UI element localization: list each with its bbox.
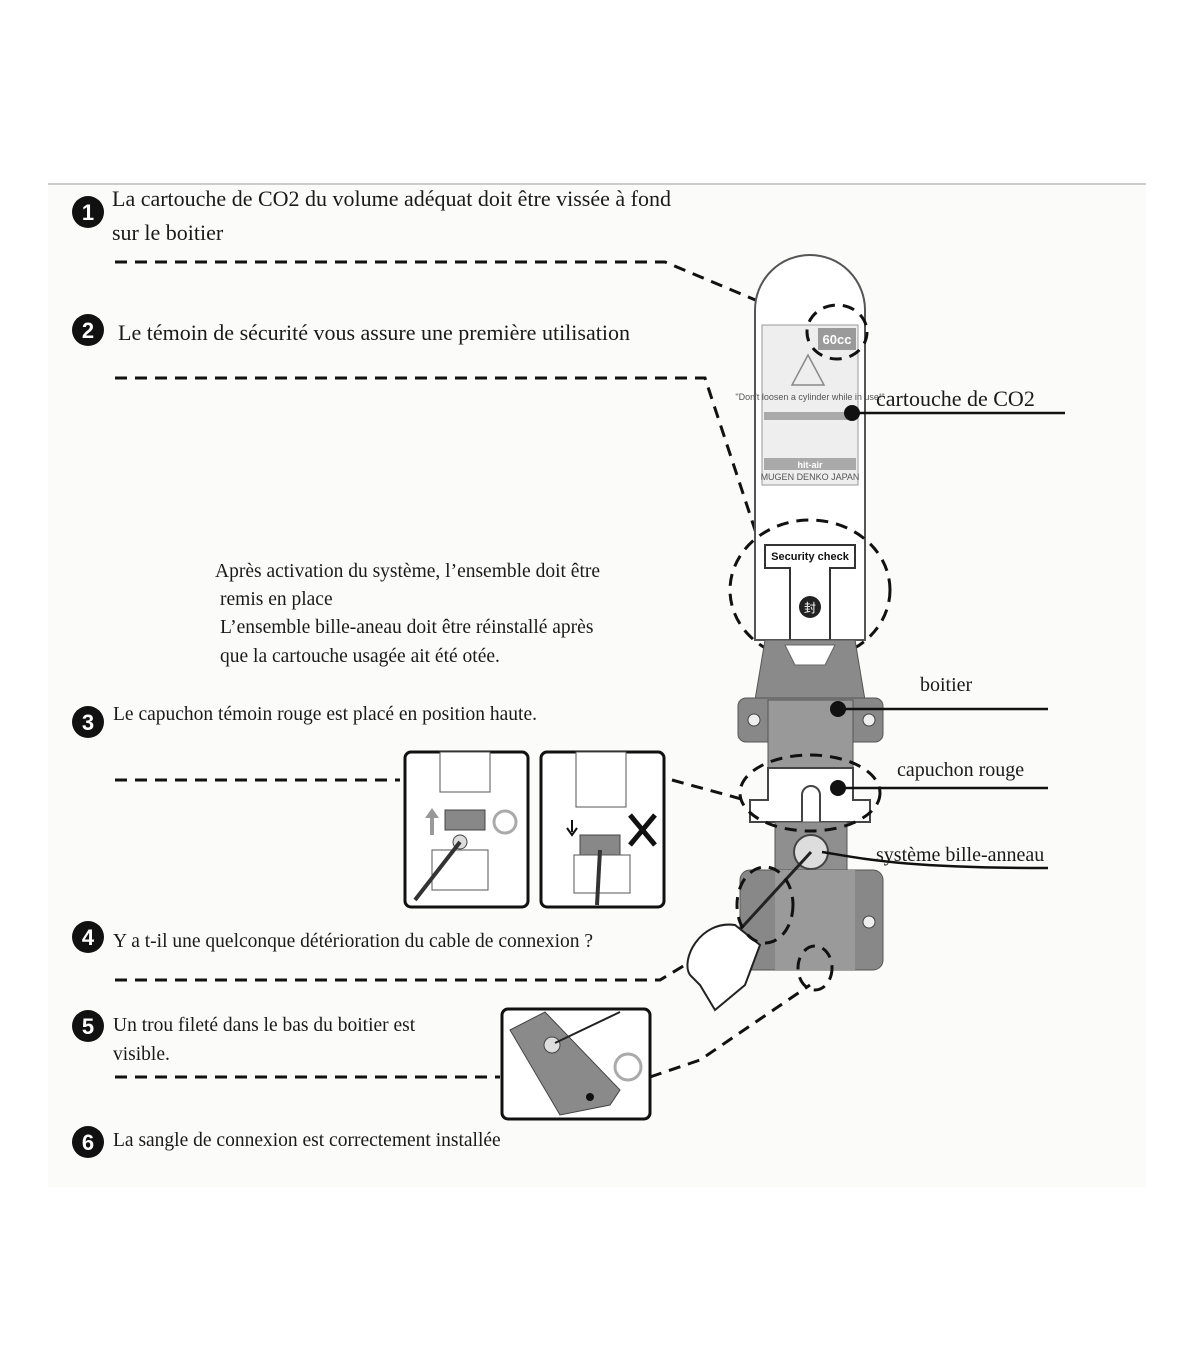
svg-text:6: 6 — [82, 1130, 94, 1155]
highlight-cable — [735, 865, 795, 945]
seal-icon: 封 — [804, 601, 816, 615]
step-6-marker: 6 — [72, 1126, 104, 1158]
leader-step-2 — [115, 376, 762, 546]
label-housing: boitier — [830, 674, 1048, 717]
highlight-security — [728, 518, 892, 662]
svg-text:2: 2 — [82, 318, 94, 343]
step-1-marker: 1 — [72, 196, 104, 228]
ok-circle-icon — [613, 1052, 643, 1082]
svg-text:3: 3 — [82, 710, 94, 735]
label-red-cap: capuchon rouge — [830, 759, 1048, 796]
cartridge-maker: MUGEN DENKO JAPAN — [761, 472, 860, 482]
highlight-thread-hole — [796, 944, 834, 992]
wrong-x-icon — [628, 813, 657, 847]
label-ball-ring: système bille-anneau — [821, 844, 1049, 870]
cartridge-volume: 60cc — [823, 332, 852, 347]
step-2-marker: 2 — [72, 314, 104, 346]
step-6-text: La sangle de connexion est correctement … — [113, 1130, 501, 1151]
inset-cap-down-wrong — [539, 750, 666, 909]
co2-cartridge: 60cc "Don't loosen a cylinder while in u… — [735, 254, 885, 641]
step-1-text-line-1: La cartouche de CO2 du volume adéquat do… — [112, 186, 671, 211]
svg-text:1: 1 — [82, 200, 94, 225]
cartridge-brand: hit-air — [797, 460, 822, 470]
step-4-marker: 4 — [72, 921, 104, 953]
arrow-up-icon — [425, 808, 439, 835]
step-3-marker: 3 — [72, 706, 104, 738]
svg-text:système bille-anneau: système bille-anneau — [876, 844, 1044, 866]
step-3-text: Le capuchon témoin rouge est placé en po… — [113, 704, 537, 725]
svg-text:5: 5 — [82, 1014, 94, 1039]
note-line-2: remis en place — [220, 589, 333, 610]
leader-step-5 — [115, 983, 811, 1079]
inset-cap-up-correct — [403, 750, 530, 909]
cartridge-warning: "Don't loosen a cylinder while in use!" — [735, 392, 884, 402]
svg-text:4: 4 — [82, 925, 95, 950]
leader-step-3 — [115, 778, 746, 802]
step-5-text-line-1: Un trou fileté dans le bas du boitier es… — [113, 1015, 416, 1036]
warning-triangle-icon — [790, 353, 826, 386]
svg-text:cartouche de CO2: cartouche de CO2 — [876, 386, 1035, 411]
label-cartridge: cartouche de CO2 — [844, 386, 1065, 421]
highlight-red-cap — [738, 753, 882, 833]
note-line-4: que la cartouche usagée ait été otée. — [220, 646, 500, 667]
highlight-volume — [805, 303, 869, 361]
arrow-down-icon — [566, 820, 578, 837]
svg-text:boitier: boitier — [920, 674, 973, 696]
svg-text:capuchon rouge: capuchon rouge — [897, 759, 1024, 781]
security-check-label: Security check — [771, 551, 850, 563]
step-5-marker: 5 — [72, 1010, 104, 1042]
note-line-3: L’ensemble bille-aneau doit être réinsta… — [220, 617, 593, 638]
step-5-text-line-2: visible. — [113, 1044, 170, 1065]
step-1-text-line-2: sur le boitier — [112, 220, 224, 245]
ok-circle-icon — [492, 809, 518, 835]
leader-step-1 — [115, 260, 816, 327]
step-4-text: Y a t-il une quelconque détérioration du… — [113, 931, 593, 952]
step-2-text: Le témoin de sécurité vous assure une pr… — [118, 320, 630, 345]
hand-icon — [686, 923, 762, 1012]
note-line-1: Après activation du système, l’ensemble … — [215, 561, 600, 582]
inset-thread-hole — [500, 1007, 652, 1121]
